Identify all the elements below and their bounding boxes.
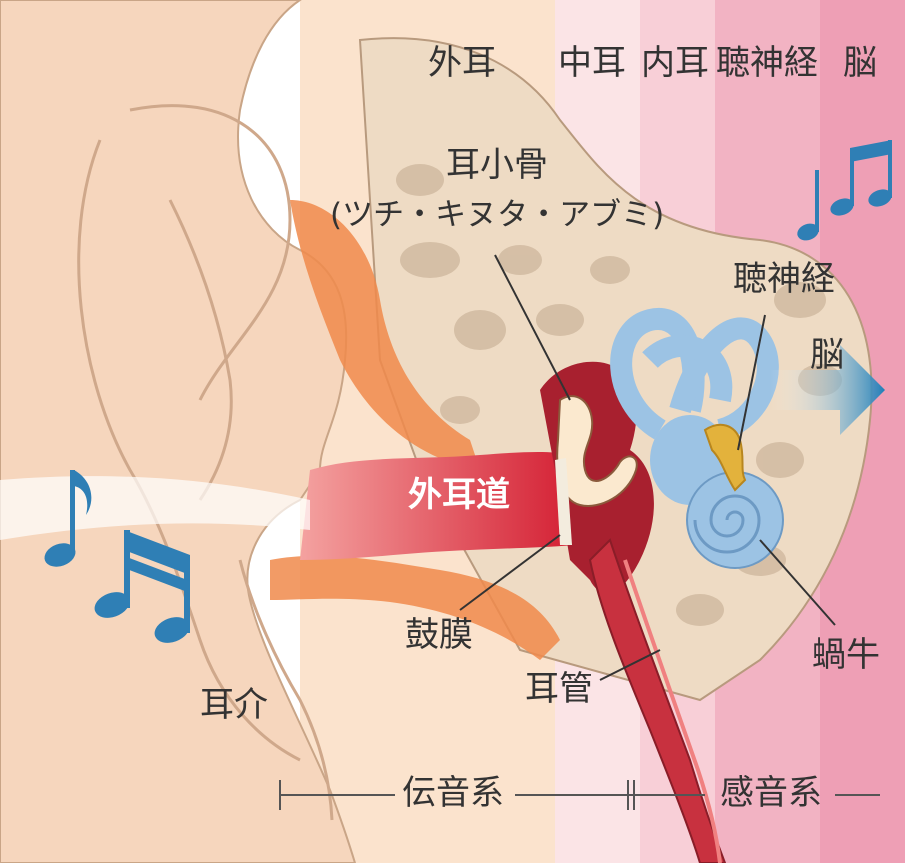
- ossicles-label: 耳小骨: [446, 148, 548, 182]
- eardrum-label: 鼓膜: [405, 618, 473, 652]
- region-brain-label: 脳: [843, 46, 877, 80]
- ear-canal-label: 外耳道: [408, 478, 510, 512]
- nerve-label: 聴神経: [733, 262, 835, 296]
- brain-label: 脳: [810, 338, 844, 372]
- pinna-label: 耳介: [200, 688, 268, 722]
- region-auditory-nerve-label: 聴神経: [716, 46, 818, 80]
- region-middle-ear-label: 中耳: [558, 46, 626, 80]
- conductive-system-label: 伝音系: [402, 776, 504, 810]
- ossicles-detail-label: (ツチ・キヌタ・アブミ): [330, 200, 664, 231]
- cochlea-label: 蝸牛: [812, 638, 880, 672]
- region-inner-ear-label: 内耳: [641, 46, 709, 80]
- region-outer-ear-label: 外耳: [428, 46, 496, 80]
- eustachian-tube-label: 耳管: [525, 672, 593, 706]
- sensorineural-system-label: 感音系: [720, 776, 822, 810]
